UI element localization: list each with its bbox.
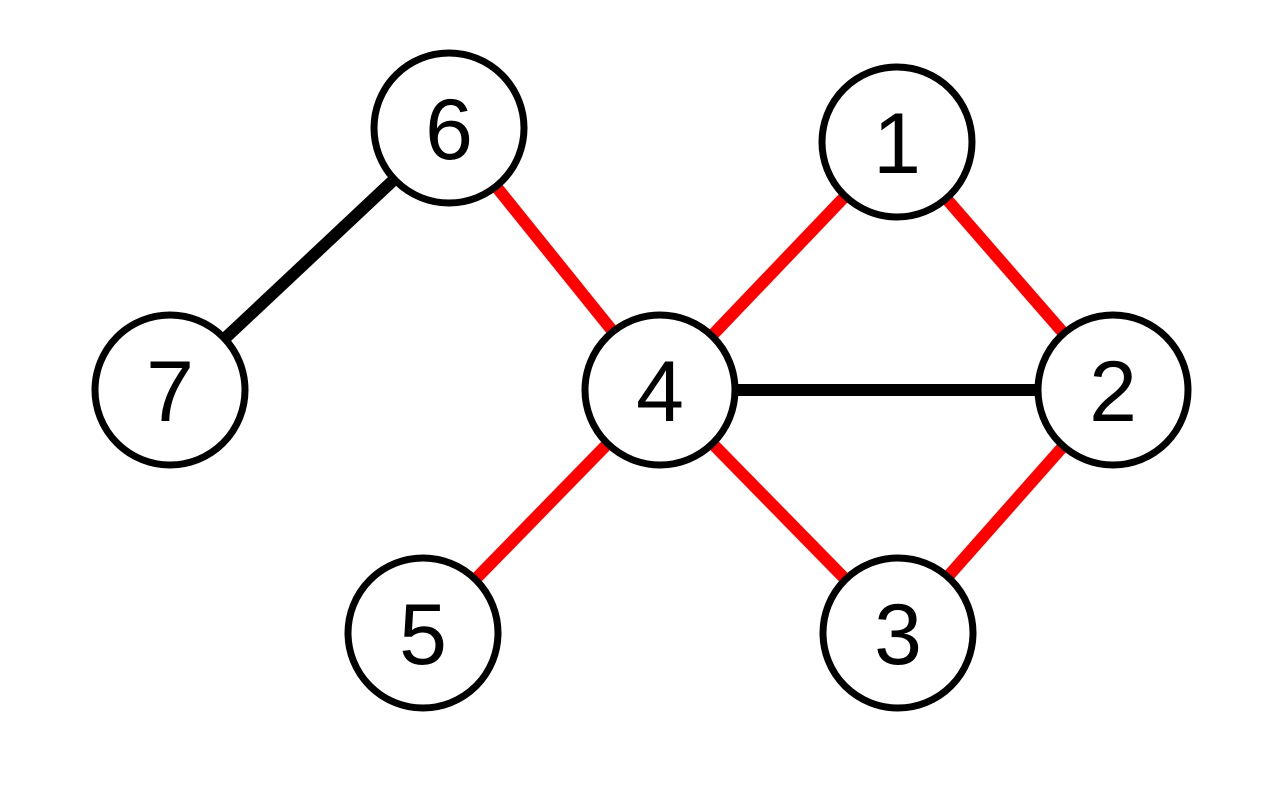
node-label-2: 2 [1089,344,1137,440]
graph-node-3[interactable]: 3 [819,554,977,712]
node-circle-6[interactable] [370,49,528,207]
graph-node-7[interactable]: 7 [91,311,249,469]
node-circle-5[interactable] [344,554,502,712]
graph-edge-4-3[interactable] [706,437,852,586]
graph-edge-6-4[interactable] [490,181,619,337]
graph-node-2[interactable]: 2 [1034,311,1192,469]
graph-node-5[interactable]: 5 [344,554,502,712]
edge-layer [219,173,1070,586]
node-circle-3[interactable] [819,554,977,712]
node-circle-4[interactable] [581,311,739,469]
graph-node-6[interactable]: 6 [370,49,528,207]
node-circle-1[interactable] [818,63,976,221]
graph-edge-4-1[interactable] [706,190,851,342]
node-label-4: 4 [636,344,684,440]
graph-node-4[interactable]: 4 [581,311,739,469]
node-label-3: 3 [874,587,922,683]
node-label-6: 6 [425,82,473,178]
node-circle-7[interactable] [91,311,249,469]
graph-node-1[interactable]: 1 [818,63,976,221]
node-circle-2[interactable] [1034,311,1192,469]
node-label-7: 7 [146,344,194,440]
graph-edge-6-7[interactable] [219,173,400,345]
graph-edge-3-2[interactable] [941,440,1070,583]
node-label-5: 5 [399,587,447,683]
node-label-1: 1 [873,96,921,192]
graph-edge-4-5[interactable] [469,438,614,585]
graph-edge-1-2[interactable] [940,193,1070,339]
node-layer: 1 2 3 4 5 6 7 [91,49,1192,712]
